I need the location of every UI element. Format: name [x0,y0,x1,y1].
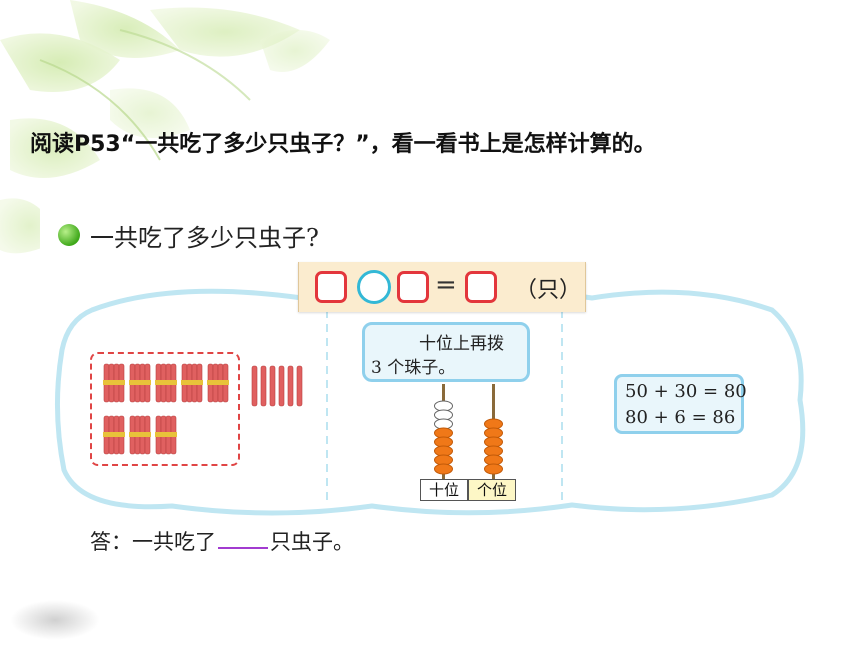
answer-prefix: 答：一共吃了 [90,530,216,554]
shadow-decoration [10,600,100,640]
single-stick [251,365,258,407]
question-title: 一共吃了多少只虫子? [90,224,319,252]
single-stick [296,365,303,407]
instruction-text: 阅读P53“一共吃了多少只虫子？”，看一看书上是怎样计算的。 [30,132,656,157]
bundles-frame [90,352,240,466]
stick-bundle [129,363,151,403]
equation-card: = （只） [298,262,586,312]
stick-bundle [103,415,125,455]
equals-sign: = [435,270,457,300]
single-stick [278,365,285,407]
stick-bundles [103,363,303,455]
answer-blank[interactable] [218,529,268,549]
abacus [434,384,503,480]
abacus-bead [484,463,503,475]
calc-line-1: 50 + 30 = 80 [625,381,747,402]
result-box [465,271,497,303]
abacus-labels: 十位 个位 [420,479,520,503]
single-stick [260,365,267,407]
hint-line-1: 十位上再拨 [419,334,504,354]
ones-label: 个位 [468,479,516,501]
blank-box-2 [397,271,429,303]
hint-note: 十位上再拨 3 个珠子。 [362,322,530,382]
blank-box-1 [315,271,347,303]
hint-line-2: 3 个珠子。 [371,358,456,378]
stick-bundle [181,363,203,403]
single-stick [269,365,276,407]
operator-circle [357,270,391,304]
abacus-bead [434,463,453,475]
equation-unit: （只） [515,278,582,303]
single-stick [287,365,294,407]
tens-label: 十位 [420,479,468,501]
green-bullet-icon [58,224,80,246]
stick-bundle [207,363,229,403]
calculation-card: 50 + 30 = 80 80 + 6 = 86 [614,374,747,434]
calc-line-2: 80 + 6 = 86 [625,407,736,428]
stick-bundle [155,363,177,403]
answer-suffix: 只虫子。 [270,530,354,554]
stick-bundle [103,363,125,403]
stick-bundle [129,415,151,455]
stick-bundle [155,415,177,455]
answer-sentence: 答：一共吃了 只虫子。 [90,526,354,556]
